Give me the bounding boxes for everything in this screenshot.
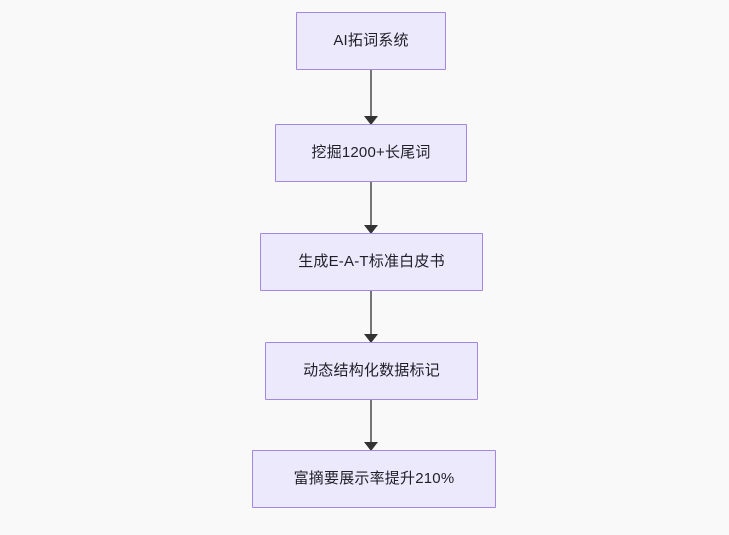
flow-node-generate-eat-whitepaper[interactable]: 生成E-A-T标准白皮书	[260, 233, 483, 291]
edge-n3-n4	[364, 291, 378, 343]
flow-node-label: 富摘要展示率提升210%	[293, 470, 455, 487]
flow-node-ai-keyword-system[interactable]: AI拓词系统	[296, 12, 446, 70]
flow-node-dynamic-structured-data-markup[interactable]: 动态结构化数据标记	[265, 342, 478, 400]
edge-n2-n3	[364, 182, 378, 234]
flow-node-label: 动态结构化数据标记	[303, 362, 440, 379]
flow-node-label: 挖掘1200+长尾词	[311, 144, 431, 161]
flow-node-rich-snippet-rate-increase[interactable]: 富摘要展示率提升210%	[252, 450, 496, 508]
edge-n4-n5	[364, 400, 378, 451]
flow-node-mine-longtail-keywords[interactable]: 挖掘1200+长尾词	[275, 124, 467, 182]
edge-n1-n2	[364, 70, 378, 125]
flow-node-label: AI拓词系统	[333, 32, 409, 49]
flow-node-label: 生成E-A-T标准白皮书	[298, 253, 445, 270]
